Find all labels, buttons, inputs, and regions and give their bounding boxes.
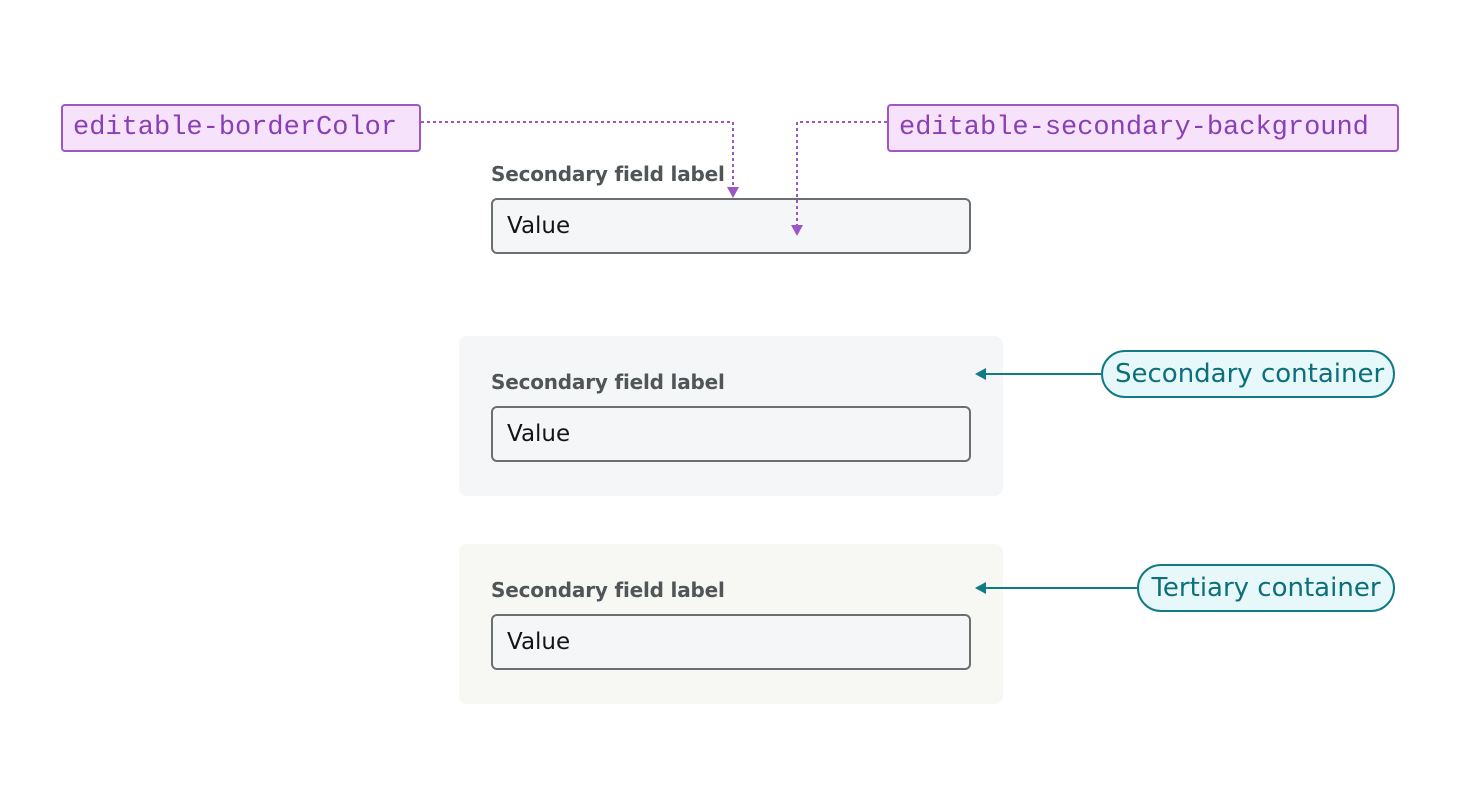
- token-tag-border-color: editable-borderColor: [61, 104, 421, 152]
- secondary-field-in-tertiary-container: Secondary field label Value: [491, 576, 971, 670]
- value-input[interactable]: Value: [491, 614, 971, 670]
- field-label: Secondary field label: [491, 370, 725, 394]
- value-input[interactable]: Value: [491, 198, 971, 254]
- callout-secondary-container: Secondary container: [1101, 350, 1395, 398]
- value-input[interactable]: Value: [491, 406, 971, 462]
- callout-tertiary-container: Tertiary container: [1137, 564, 1395, 612]
- secondary-field-in-secondary-container: Secondary field label Value: [491, 368, 971, 462]
- secondary-field-standalone: Secondary field label Value: [491, 160, 971, 254]
- field-label: Secondary field label: [491, 162, 725, 186]
- field-label: Secondary field label: [491, 578, 725, 602]
- token-tag-secondary-background: editable-secondary-background: [887, 104, 1399, 152]
